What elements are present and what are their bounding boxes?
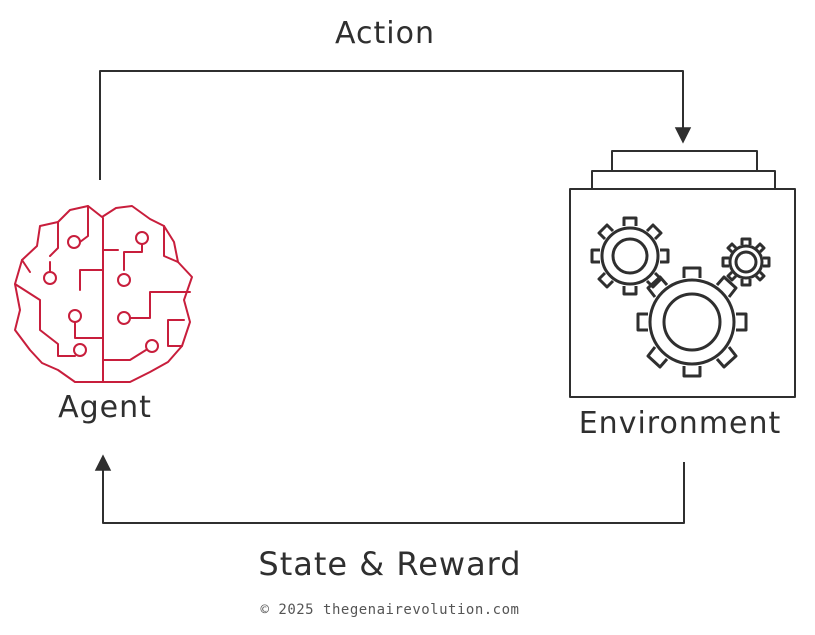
agent-label: Agent: [58, 390, 152, 425]
copyright-footer: © 2025 thegenairevolution.com: [260, 602, 520, 618]
action-arrow-head: [674, 127, 692, 144]
large-gear-icon: [636, 266, 748, 378]
action-label: Action: [335, 16, 435, 51]
environment-box-icon: [569, 150, 796, 398]
environment-label: Environment: [578, 406, 782, 441]
brain-circuit-icon: [14, 205, 193, 383]
state-reward-label: State & Reward: [258, 545, 522, 583]
gears-icon: [590, 216, 771, 378]
tiny-gear-icon: [721, 237, 771, 287]
action-arrow-line: [99, 70, 684, 180]
small-gear-icon: [590, 216, 670, 296]
state-reward-arrow-line: [102, 462, 685, 524]
state-reward-arrow-head: [94, 454, 112, 471]
